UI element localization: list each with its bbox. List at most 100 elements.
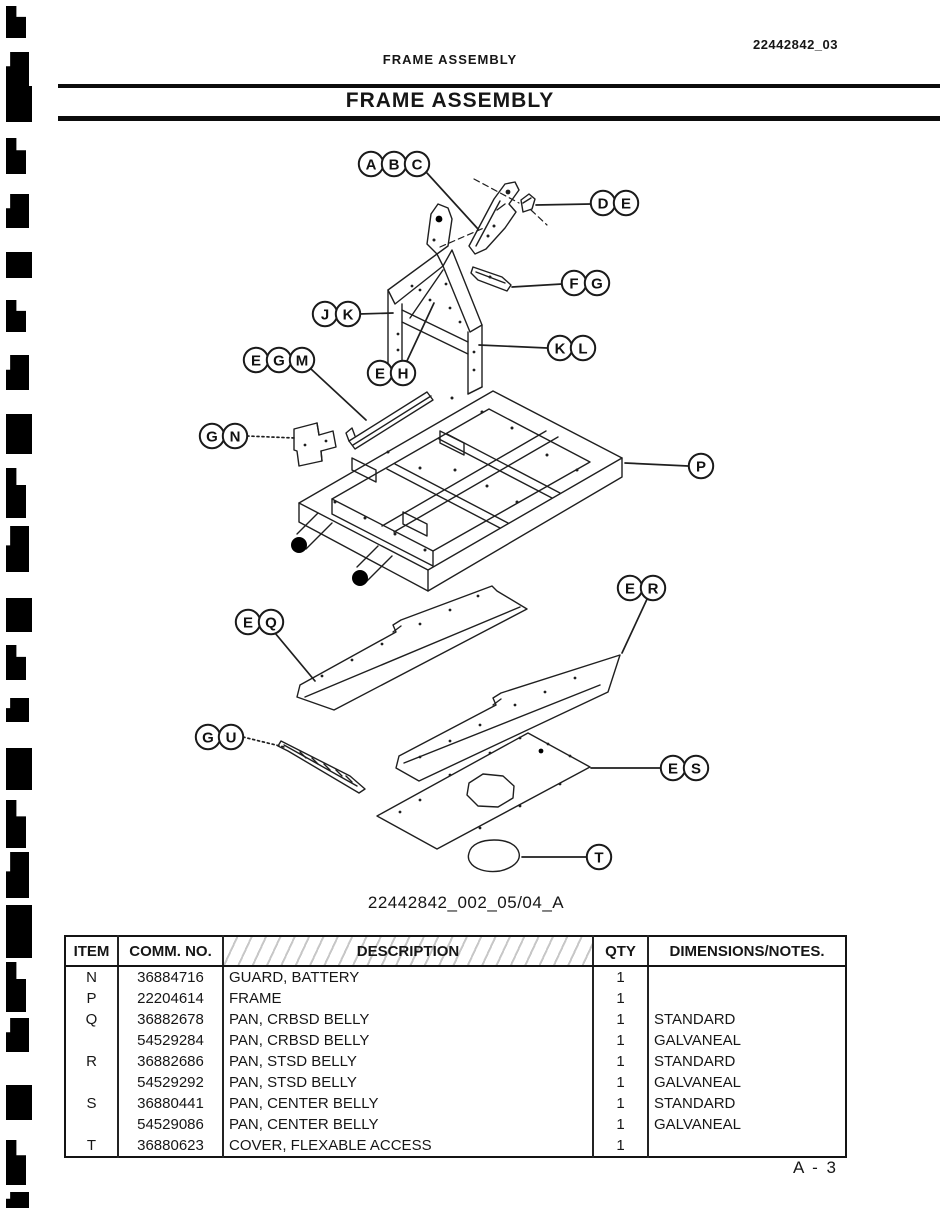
callout-circle-l xyxy=(569,334,597,362)
callout-letter: L xyxy=(578,341,587,358)
page-number: A - 3 xyxy=(793,1158,838,1177)
binding-mark xyxy=(6,526,29,572)
cell-item: P xyxy=(65,988,119,1009)
callout-letter: E xyxy=(243,615,253,632)
cell-qty: 1 xyxy=(593,1051,649,1072)
callout-letter: M xyxy=(296,353,309,370)
part-cover-t xyxy=(467,839,520,873)
callout-circle-m xyxy=(288,346,316,374)
leader-gu xyxy=(242,736,285,748)
cell-qty: 1 xyxy=(593,1009,649,1030)
cell-description: PAN, STSD BELLY xyxy=(223,1072,594,1093)
figure-caption: 22442842_002_05/04_A xyxy=(367,893,565,912)
binding-mark xyxy=(6,1018,29,1052)
callout-letter: A xyxy=(366,157,377,174)
binding-mark xyxy=(6,905,32,958)
cell-qty: 1 xyxy=(593,1030,649,1051)
column-header-description: DESCRIPTION xyxy=(223,936,594,967)
cell-notes: GALVANEAL xyxy=(654,1032,741,1049)
callout-circle-s xyxy=(682,754,710,782)
cell-item: T xyxy=(65,1135,119,1157)
callout-letter: S xyxy=(691,761,701,778)
callout-letter: E xyxy=(375,366,385,383)
cell-description: GUARD, BATTERY xyxy=(223,966,594,988)
callout-circle-k xyxy=(334,300,362,328)
column-header-comm-no: COMM. NO. xyxy=(118,936,224,967)
callout-circle-n xyxy=(221,422,249,450)
cell-qty: 1 xyxy=(593,1072,649,1093)
callout-circle-u xyxy=(217,723,245,751)
leader-jk xyxy=(358,312,394,315)
binding-mark xyxy=(6,1192,29,1208)
binding-mark xyxy=(6,698,29,722)
cell-description: PAN, CENTER BELLY xyxy=(223,1093,594,1114)
column-header-dimensions-notes: DIMENSIONS/NOTES. xyxy=(648,936,846,967)
callout-letter: T xyxy=(594,850,603,867)
leader-fg xyxy=(511,283,563,288)
callout-letter: E xyxy=(251,353,261,370)
cell-description: PAN, CENTER BELLY xyxy=(223,1114,594,1135)
cell-comm-no: 36882686 xyxy=(118,1051,224,1072)
callout-letter: N xyxy=(230,429,241,446)
part-frame-p xyxy=(291,390,623,592)
callout-circle-p xyxy=(687,452,715,480)
cell-comm-no: 54529086 xyxy=(118,1114,224,1135)
leader-de xyxy=(535,203,592,206)
cell-description: PAN, CRBSD BELLY xyxy=(223,1009,594,1030)
part-bracket-abc xyxy=(468,181,520,255)
callout-letter: R xyxy=(648,581,659,598)
cell-comm-no: 54529284 xyxy=(118,1030,224,1051)
binding-mark xyxy=(6,6,26,38)
leader-eh xyxy=(405,302,435,364)
part-bracket-gn xyxy=(293,422,337,467)
leader-egm xyxy=(310,368,367,421)
cell-notes: GALVANEAL xyxy=(654,1074,741,1091)
leader-eq xyxy=(274,632,316,682)
callout-letter: F xyxy=(569,276,578,293)
cell-item: R xyxy=(65,1051,119,1072)
callout-circle-h xyxy=(389,359,417,387)
binding-mark xyxy=(6,194,29,228)
part-pan-er xyxy=(395,654,621,782)
callout-letter: E xyxy=(621,196,631,213)
cell-notes: STANDARD xyxy=(654,1053,736,1070)
leader-p xyxy=(624,462,689,467)
callout-letter: H xyxy=(398,366,409,383)
callout-letter: K xyxy=(343,307,354,324)
running-header: FRAME ASSEMBLY xyxy=(382,52,518,67)
cell-item xyxy=(65,1114,119,1135)
callout-circle-q xyxy=(257,608,285,636)
cell-item xyxy=(65,1030,119,1051)
callout-letter: E xyxy=(625,581,635,598)
callout-letter: B xyxy=(389,157,400,174)
callout-letter: K xyxy=(555,341,566,358)
binding-mark xyxy=(6,852,29,898)
cell-description: PAN, STSD BELLY xyxy=(223,1051,594,1072)
callout-letter: D xyxy=(598,196,609,213)
leader-gn xyxy=(246,435,296,439)
part-clip-de xyxy=(520,193,536,213)
binding-mark xyxy=(6,355,29,390)
cell-notes: STANDARD xyxy=(654,1095,736,1112)
cell-notes: GALVANEAL xyxy=(654,1116,741,1133)
callout-letter: J xyxy=(321,307,329,324)
title-rule-top xyxy=(58,84,940,88)
cell-notes xyxy=(648,1135,846,1157)
cell-comm-no: 36880623 xyxy=(118,1135,224,1157)
callout-circle-e xyxy=(612,189,640,217)
page-title: FRAME ASSEMBLY xyxy=(345,89,555,112)
cell-comm-no: 36880441 xyxy=(118,1093,224,1114)
leader-er xyxy=(621,596,649,654)
